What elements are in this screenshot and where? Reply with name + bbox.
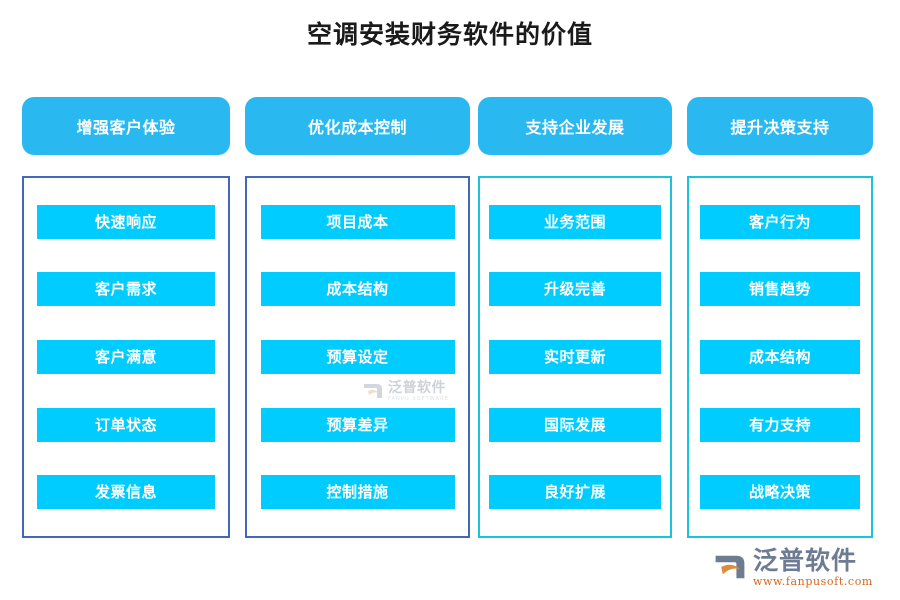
- list-item[interactable]: 预算差异: [260, 407, 455, 442]
- header-card-decision-support[interactable]: 提升决策支持: [687, 97, 873, 155]
- column-group: 快速响应 客户需求 客户满意 订单状态 发票信息 项目成本 成本结构 预算设定 …: [0, 176, 900, 540]
- list-item[interactable]: 客户行为: [700, 204, 860, 239]
- column-cost-control: 项目成本 成本结构 预算设定 预算差异 控制措施: [245, 176, 470, 538]
- list-item[interactable]: 实时更新: [489, 339, 661, 374]
- header-card-label: 优化成本控制: [307, 118, 407, 137]
- header-card-customer-experience[interactable]: 增强客户体验: [22, 97, 230, 155]
- list-item[interactable]: 发票信息: [37, 475, 215, 510]
- brand-url: www.fanpusoft.com: [753, 574, 873, 588]
- header-card-enterprise-development[interactable]: 支持企业发展: [478, 97, 672, 155]
- list-item[interactable]: 业务范围: [489, 204, 661, 239]
- header-card-label: 支持企业发展: [525, 118, 625, 137]
- list-item[interactable]: 成本结构: [260, 272, 455, 307]
- fanpu-logo-icon: [712, 551, 748, 583]
- list-item[interactable]: 升级完善: [489, 272, 661, 307]
- brand-text: 泛普软件 www.fanpusoft.com: [753, 548, 873, 587]
- list-item[interactable]: 客户满意: [37, 339, 215, 374]
- column-customer-experience: 快速响应 客户需求 客户满意 订单状态 发票信息: [22, 176, 230, 538]
- list-item[interactable]: 战略决策: [700, 475, 860, 510]
- list-item[interactable]: 订单状态: [37, 407, 215, 442]
- header-card-row: 增强客户体验 优化成本控制 支持企业发展 提升决策支持: [0, 97, 900, 155]
- header-card-label: 提升决策支持: [730, 118, 830, 137]
- list-item[interactable]: 国际发展: [489, 407, 661, 442]
- list-item[interactable]: 客户需求: [37, 272, 215, 307]
- brand-logo: 泛普软件 www.fanpusoft.com: [712, 544, 884, 590]
- page-title: 空调安装财务软件的价值: [306, 20, 593, 49]
- column-enterprise-development: 业务范围 升级完善 实时更新 国际发展 良好扩展: [478, 176, 672, 538]
- list-item[interactable]: 控制措施: [260, 475, 455, 510]
- list-item[interactable]: 预算设定: [260, 339, 455, 374]
- column-decision-support: 客户行为 销售趋势 成本结构 有力支持 战略决策: [687, 176, 873, 538]
- header-card-cost-control[interactable]: 优化成本控制: [245, 97, 470, 155]
- list-item[interactable]: 项目成本: [260, 204, 455, 239]
- list-item[interactable]: 成本结构: [700, 339, 860, 374]
- list-item[interactable]: 良好扩展: [489, 475, 661, 510]
- list-item[interactable]: 快速响应: [37, 204, 215, 239]
- list-item[interactable]: 有力支持: [700, 407, 860, 442]
- brand-name-cn: 泛普软件: [753, 545, 858, 575]
- list-item[interactable]: 销售趋势: [700, 272, 860, 307]
- header-card-label: 增强客户体验: [76, 118, 176, 137]
